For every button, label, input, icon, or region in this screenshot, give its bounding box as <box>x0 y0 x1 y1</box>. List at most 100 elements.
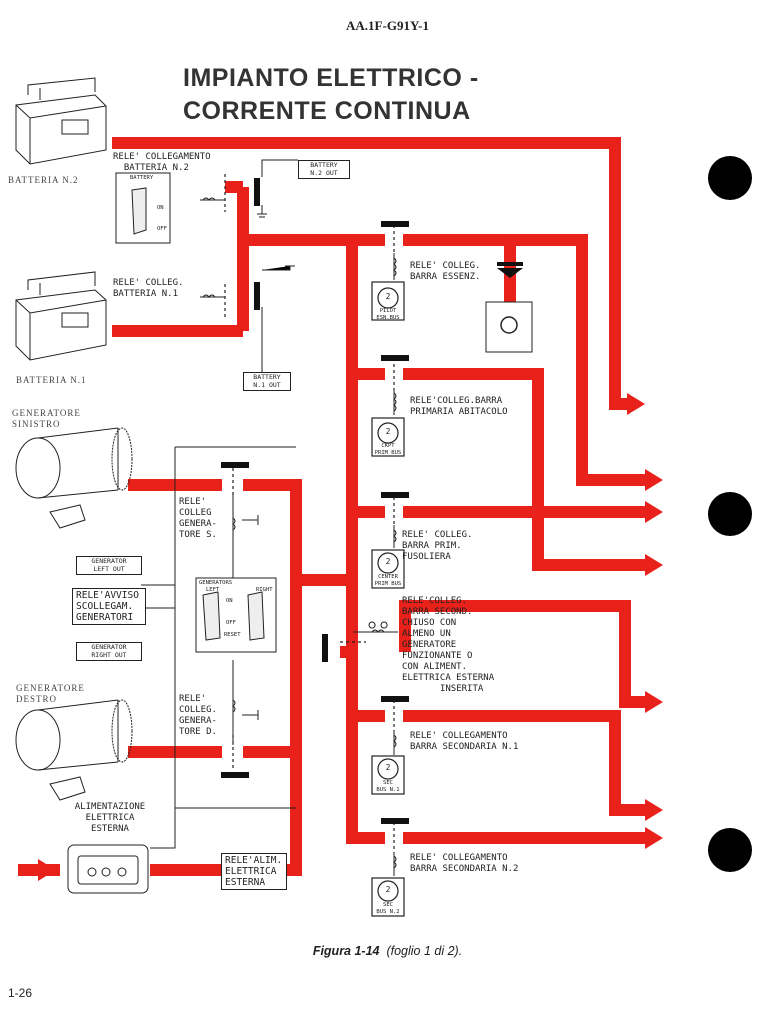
document-code: AA.1F-G91Y-1 <box>346 18 429 33</box>
relay-gen-d-2: COLLEG. <box>179 705 217 715</box>
battery1-top <box>15 299 107 360</box>
sec-relay-coil <box>368 621 388 629</box>
gauge-sec1-caption: SEC BUS N.1 <box>368 780 408 793</box>
battery-2 <box>15 77 107 165</box>
gen-right-body <box>37 699 119 771</box>
relay-sec1-2: BARRA SECONDARIA N.1 <box>410 742 519 752</box>
gauge-center-number: 2 <box>385 557 391 566</box>
wire-warn <box>141 584 175 609</box>
arrow-1 <box>627 393 645 415</box>
control-wiring <box>141 159 398 876</box>
gauge-sec2-caption: SEC BUS N.2 <box>368 902 408 915</box>
battery1-terminal <box>61 312 89 328</box>
battery-n2-out-indicator: BATTERY N.2 OUT <box>298 160 350 179</box>
battery-switch-on: ON <box>157 205 164 211</box>
relay-batt1-2: BATTERIA N.1 <box>113 289 179 299</box>
gauge-center-2: PRIM BUS <box>374 580 402 587</box>
coil-sec <box>371 629 385 633</box>
coil-batt2 <box>202 197 216 201</box>
ground-batt1 <box>262 265 295 271</box>
relay-sec-5: GENERATORE <box>402 640 457 650</box>
arrow-4 <box>645 554 663 576</box>
gen-switch-right: RIGHT <box>256 587 273 593</box>
relay-batt2-2: BATTERIA N.2 <box>123 163 189 173</box>
relay-batt2-1: RELE' COLLEGAMENTO <box>113 152 211 162</box>
relay-gen-s-3: GENERA- <box>179 519 217 529</box>
ground-gen-s <box>242 515 259 525</box>
battery-n1-out-indicator: BATTERY N.1 OUT <box>243 372 291 391</box>
relay-ess-2: BARRA ESSENZ. <box>410 272 481 282</box>
figure-number: Figura 1-14 <box>312 944 380 958</box>
relay-sec-3: CHIUSO CON <box>402 618 457 628</box>
gauge-esn-1: PILOT <box>379 308 397 314</box>
generator-left-out-indicator: GENERATOR LEFT OUT <box>76 556 142 575</box>
relay-sec1-label: RELE' COLLEGAMENTO BARRA SECONDARIA N.1 <box>410 731 518 753</box>
gen-right-label-1: GENERATORE <box>16 683 85 693</box>
relay-sec-7: CON ALIMENT. <box>402 662 468 672</box>
title-line-2: CORRENTE CONTINUA <box>183 97 471 125</box>
wire-ext <box>150 808 176 849</box>
coil-batt1 <box>202 294 216 298</box>
bus-ckpt-right <box>403 368 645 571</box>
gauge-sec2-number: 2 <box>385 885 391 894</box>
batt-n1-out-1: BATTERY <box>253 373 281 381</box>
arrow-5 <box>645 691 663 713</box>
gen-left-fan <box>111 427 133 491</box>
battery-switch-off: OFF <box>157 226 167 232</box>
contact-ess <box>381 221 409 227</box>
coil-ess <box>393 257 397 277</box>
relay-gen-s-4: TORE S. <box>179 530 217 540</box>
bus-top <box>112 137 630 410</box>
gen-right-out-1: GENERATOR <box>91 643 127 651</box>
relay-sec2-1: RELE' COLLEGAMENTO <box>410 853 508 863</box>
arrow-6 <box>645 799 663 821</box>
contact-batt2 <box>254 178 260 206</box>
gen-left-face <box>15 437 61 499</box>
gauge-esn <box>377 287 399 309</box>
ext-power-label-2: ELETTRICA <box>85 813 135 823</box>
relay-fus-1: RELE' COLLEG. <box>402 530 473 540</box>
relay-contacts <box>221 178 409 824</box>
title-line-1: IMPIANTO ELETTRICO - <box>183 64 479 92</box>
ground-gen-d <box>242 710 259 720</box>
coil-gen-s <box>232 517 236 531</box>
gauge-ckpt-1: CKPT <box>381 443 395 449</box>
gen-left-label-1: GENERATORE <box>12 408 81 418</box>
binder-hole-bottom <box>708 828 752 872</box>
bus-ess-diode <box>403 234 516 302</box>
gen-right-face <box>15 709 61 771</box>
battery-switch-title: BATTERY <box>130 175 154 181</box>
gen-left-out-2: LEFT OUT <box>93 564 125 573</box>
ext-knob-2 <box>101 867 111 877</box>
figure-sheet: (foglio 1 di 2). <box>386 944 463 958</box>
battery-1 <box>15 271 107 361</box>
battery2-terminal <box>61 119 89 135</box>
essential-diode <box>485 262 533 353</box>
binder-hole-middle <box>708 492 752 536</box>
relay-batt1-label: RELE' COLLEG. BATTERIA N.1 <box>113 278 183 300</box>
breaker-knob <box>500 316 518 334</box>
gauge-center <box>377 552 399 574</box>
ground-batt2 <box>257 205 267 218</box>
battery2-handle <box>27 77 96 100</box>
arrow-7 <box>645 827 663 849</box>
gen-right-fan <box>111 699 133 763</box>
relay-batt2-label: RELE' COLLEGAMENTO BATTERIA N.2 <box>113 152 211 174</box>
relay-gen-s-2: COLLEG <box>179 508 212 518</box>
contact-sec2 <box>381 818 409 824</box>
gen-switch-reset: RESET <box>224 632 241 638</box>
ext-knob-3 <box>117 867 127 877</box>
coil-ckpt <box>393 392 397 412</box>
gauges <box>371 281 405 917</box>
page-number: 1-26 <box>8 986 33 1000</box>
battery2-body <box>15 94 107 165</box>
wire-batt2-relay <box>200 159 298 201</box>
ext-power-label-1: ALIMENTAZIONE <box>74 802 146 812</box>
battery1-label: BATTERIA N.1 <box>16 375 87 385</box>
binder-hole-top <box>708 156 752 200</box>
gen-switch-on: ON <box>226 598 233 604</box>
grounds <box>242 205 295 720</box>
bus-gen-left-out <box>243 479 352 586</box>
gauge-esn-caption: PILOT ESN.BUS <box>368 308 408 321</box>
external-power-unit <box>67 844 149 894</box>
